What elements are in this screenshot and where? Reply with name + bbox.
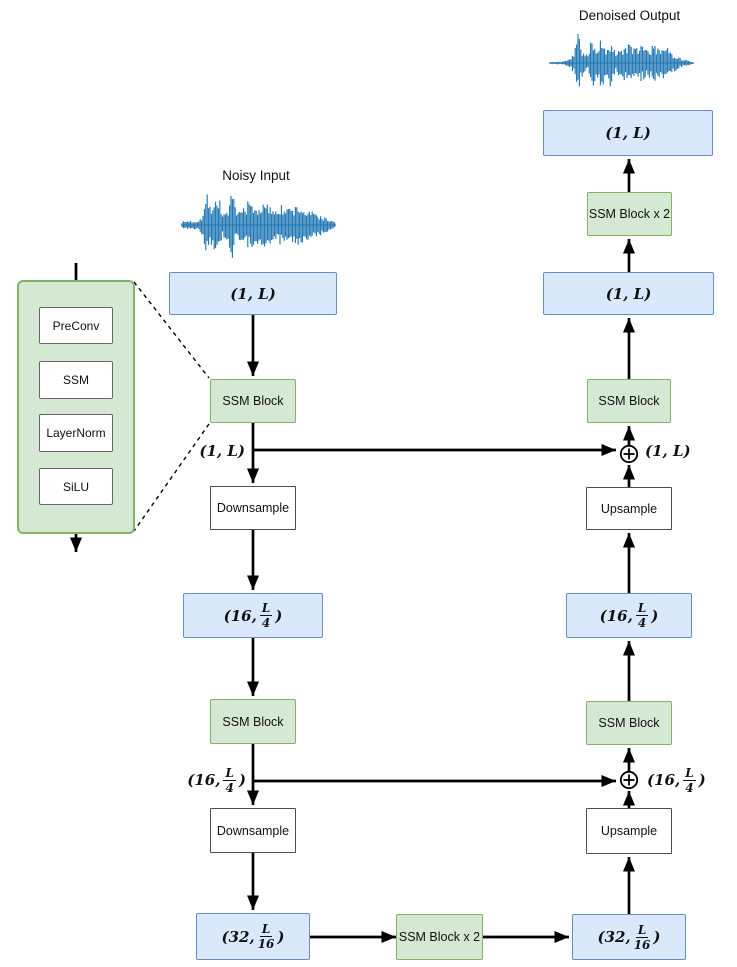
encoder-ssm-block-1: SSM Block — [210, 379, 296, 423]
dim-post: ) — [238, 771, 246, 789]
skip1-dim-label-left: (1, L) — [199, 442, 245, 460]
fraction-numerator: L — [223, 765, 236, 781]
dim-pre: (32, — [597, 928, 631, 946]
downsample-block-1: Downsample — [210, 486, 296, 530]
fraction-denominator: 16 — [633, 937, 651, 952]
denoised-output-title: Denoised Output — [578, 8, 681, 23]
decoder-dim1-box: (1, L) — [543, 272, 714, 315]
inset-preconv-block: PreConv — [39, 307, 113, 344]
dim-post: ) — [277, 927, 285, 946]
fraction-denominator: 4 — [685, 780, 694, 795]
fraction-numerator: L — [259, 922, 273, 937]
fraction-denominator: 16 — [257, 937, 275, 951]
dim-pre: (16, — [647, 771, 681, 789]
fraction-denominator: 4 — [261, 616, 271, 630]
encoder-ssm-block-2: SSM Block — [210, 699, 296, 744]
decoder-ssm-block-1: SSM Block — [587, 379, 671, 423]
fraction-numerator: L — [635, 601, 649, 616]
fraction-denominator: 4 — [225, 780, 234, 795]
fraction-numerator: L — [635, 922, 649, 938]
dim-pre: (16, — [599, 606, 633, 625]
inset-silu-block: SiLU — [39, 468, 113, 505]
dim-post: ) — [653, 928, 661, 946]
noisy-input-title: Noisy Input — [222, 168, 290, 183]
output-dim-box: (1, L) — [543, 110, 713, 156]
dim-pre: (16, — [223, 606, 257, 625]
bottleneck-ssm-block-x2: SSM Block x 2 — [396, 914, 483, 960]
denoised-waveform-image — [549, 30, 694, 96]
dim-post: ) — [275, 606, 283, 625]
inset-layernorm-block: LayerNorm — [39, 414, 113, 452]
dim-post: ) — [651, 606, 659, 625]
dim-pre: (16, — [187, 771, 221, 789]
dim-post: ) — [698, 771, 706, 789]
decoder-ssm-block-2: SSM Block — [586, 701, 672, 745]
inset-ssm-block: SSM — [39, 361, 113, 399]
skip1-dim-label-right: (1, L) — [645, 442, 691, 460]
noisy-waveform-image — [181, 189, 336, 261]
fraction-denominator: 4 — [637, 616, 647, 630]
downsample-block-2: Downsample — [210, 808, 296, 853]
upsample-block-2: Upsample — [586, 808, 672, 854]
upsample-block-1: Upsample — [586, 487, 672, 530]
fraction-numerator: L — [683, 765, 696, 781]
fraction-numerator: L — [259, 601, 273, 616]
circled-plus-icon-2 — [619, 770, 639, 790]
circled-plus-icon-1 — [619, 444, 639, 464]
decoder-ssm-block-x2: SSM Block x 2 — [587, 192, 672, 236]
encoder-input-dim-box: (1, L) — [169, 272, 337, 315]
dim-pre: (32, — [221, 927, 255, 946]
ssm-block-inset — [17, 280, 135, 534]
